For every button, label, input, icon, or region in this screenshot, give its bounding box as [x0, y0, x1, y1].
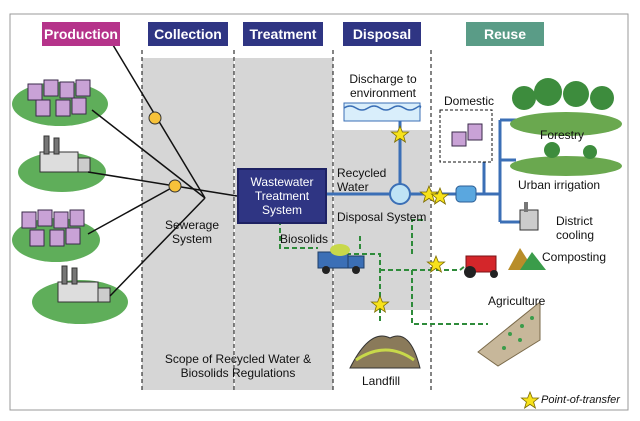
domestic-label: Domestic — [444, 94, 495, 108]
production-factory-2 — [32, 265, 128, 324]
biosolids-truck — [317, 244, 365, 274]
reuse-meter — [455, 185, 477, 203]
biosolids-path — [279, 219, 488, 325]
production-factory-1 — [18, 135, 106, 192]
domestic-houses — [439, 109, 493, 163]
urban-irrigation-label: Urban irrigation — [518, 178, 601, 192]
stage-disposal: Disposal — [343, 22, 421, 46]
biosolids-label: Biosolids — [280, 232, 329, 246]
disposal-system-label: Disposal System — [337, 210, 427, 224]
star-recycled-2 — [430, 186, 450, 205]
composting-label: Composting — [542, 250, 607, 264]
star-discharge — [390, 124, 410, 143]
district-cooling-label: District cooling — [556, 214, 595, 242]
discharge-label: Discharge to environment — [349, 72, 417, 100]
discharge-water — [343, 102, 422, 122]
urban-irrigation-illustration — [510, 142, 622, 176]
stage-collection: Collection — [148, 22, 228, 46]
diagram-frame — [9, 13, 629, 411]
treatment-band — [235, 58, 333, 390]
composting-tractor — [464, 248, 546, 278]
wastewater-treatment-system: Wastewater Treatment System — [237, 168, 327, 224]
sewer-pump-2 — [168, 179, 182, 193]
agriculture-label: Agriculture — [488, 294, 546, 308]
stage-separators — [141, 50, 432, 392]
star-landfill — [370, 294, 390, 313]
landfill-label: Landfill — [362, 374, 401, 388]
star-legend — [520, 390, 540, 409]
production-house-cluster-1 — [12, 79, 108, 126]
scope-label: Scope of Recycled Water & Biosolids Regu… — [164, 352, 312, 380]
forestry-illustration — [510, 78, 622, 136]
landfill-illustration — [349, 335, 421, 369]
point-of-transfer-legend: Point-of-transfer — [541, 394, 620, 406]
sewerage-system-label: Sewerage System — [164, 218, 220, 246]
agriculture-field — [477, 300, 541, 367]
stage-production: Production — [42, 22, 120, 46]
recycled-water-label: Recycled Water — [337, 166, 387, 194]
district-cooling-illustration — [519, 202, 539, 231]
star-recycled-1 — [419, 184, 439, 203]
stage-treatment: Treatment — [243, 22, 323, 46]
star-composting — [426, 254, 446, 273]
point-of-transfer-stars — [370, 124, 540, 409]
disposal-valve — [389, 183, 411, 205]
forestry-label: Forestry — [540, 128, 585, 142]
sewer-pump-1 — [148, 111, 162, 125]
stage-reuse: Reuse — [466, 22, 544, 46]
production-house-cluster-2 — [12, 209, 100, 262]
